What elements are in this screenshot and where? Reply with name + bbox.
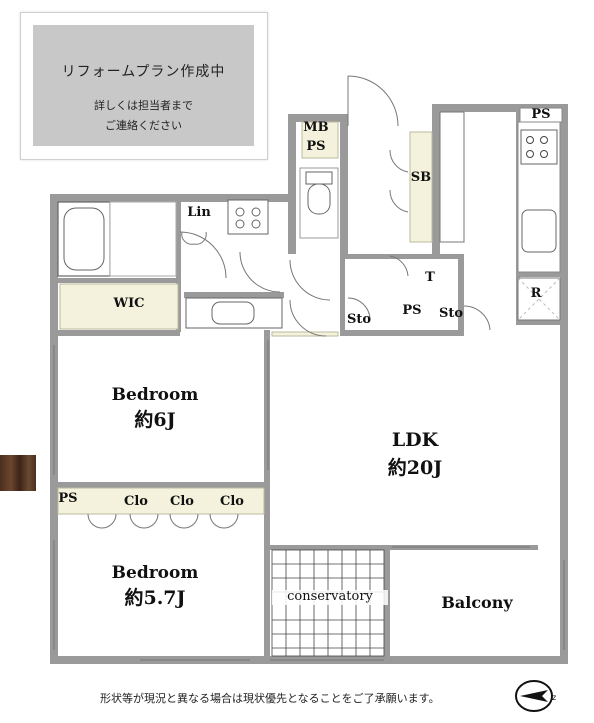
toilet-icon <box>299 167 339 239</box>
wood-swatch <box>0 455 36 491</box>
label-t: T <box>425 270 435 285</box>
room-bedroom-1-size: 約6J <box>134 408 176 431</box>
label-ps-left: PS <box>58 491 78 506</box>
bath-floor <box>109 201 177 277</box>
bathtub-icon <box>57 201 111 277</box>
room-balcony: Balcony <box>441 593 513 612</box>
label-lin: Lin <box>187 205 211 220</box>
door-arcs <box>87 75 491 529</box>
refrigerator-space <box>517 277 561 321</box>
ps-box-top-right <box>519 107 563 123</box>
footer-note: 形状等が現況と異なる場合は現状優先となることをご了承願います。 <box>100 692 440 705</box>
label-clo-1: Clo <box>124 494 148 509</box>
room-ldk-size: 約20J <box>387 456 443 479</box>
label-sto-2: Sto <box>438 306 464 321</box>
label-wic: WIC <box>113 296 145 311</box>
room-bedroom-2: Bedroom 約5.7J <box>90 563 220 609</box>
room-bedroom-1: Bedroom 約6J <box>90 385 220 431</box>
notice-line-2: ご連絡ください <box>105 119 182 132</box>
room-bedroom-2-size: 約5.7J <box>124 586 186 609</box>
label-sto-1: Sto <box>346 312 372 327</box>
label-r: R <box>530 286 542 301</box>
svg-text:z: z <box>552 693 556 702</box>
label-sb: SB <box>410 170 432 185</box>
washer-pan-icon <box>227 199 269 235</box>
tall-cabinet <box>439 111 465 243</box>
label-mb-ps: PS <box>306 139 326 154</box>
stove-icon <box>520 129 558 165</box>
room-bedroom-1-name: Bedroom <box>111 385 199 405</box>
room-bedroom-2-name: Bedroom <box>111 563 199 583</box>
storage-blocks <box>57 121 433 515</box>
room-conservatory: conservatory <box>272 589 388 605</box>
washbasin-icon <box>185 297 283 329</box>
notice-line-1: 詳しくは担当者まで <box>94 99 193 112</box>
notice-box: リフォームプラン作成中 詳しくは担当者まで ご連絡ください <box>20 12 268 160</box>
label-mb: MB <box>303 120 329 135</box>
notice-title: リフォームプラン作成中 <box>61 64 226 80</box>
room-ldk-name: LDK <box>391 429 439 451</box>
sink-icon <box>521 209 557 253</box>
notice-inner: リフォームプラン作成中 詳しくは担当者まで ご連絡ください <box>33 25 254 146</box>
label-clo-2: Clo <box>170 494 194 509</box>
label-ps-mid: PS <box>402 303 422 318</box>
room-ldk: LDK 約20J <box>350 429 480 480</box>
label-ps-top-right: PS <box>531 107 551 122</box>
label-clo-3: Clo <box>220 494 244 509</box>
windows <box>53 340 565 661</box>
north-compass-icon: z <box>515 680 556 712</box>
